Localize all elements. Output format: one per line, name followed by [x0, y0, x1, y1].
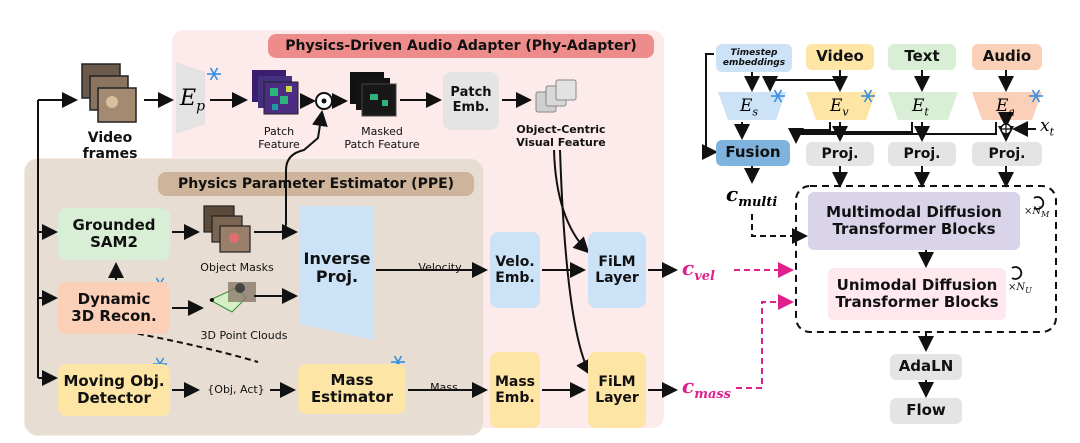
text-input-box: Text	[888, 44, 956, 70]
nu-label: ×NU	[1008, 282, 1032, 295]
velo-emb-box: Velo. Emb.	[490, 232, 540, 308]
film-layer-vel-box: FiLM Layer	[588, 232, 646, 308]
ea-encoder-shape	[972, 92, 1042, 120]
c-vel-label: cvel	[682, 256, 715, 284]
xt-label: xt	[1040, 116, 1055, 139]
mass-estimator-box: Mass Estimator	[298, 364, 406, 414]
inverse-proj-label: Inverse Proj.	[303, 248, 371, 286]
ev-encoder-label: Ev	[830, 96, 849, 119]
repeat-icon-um	[1011, 266, 1023, 280]
proj-video-box: Proj.	[806, 142, 874, 166]
proj-audio-box: Proj.	[972, 142, 1042, 166]
nm-label: ×NM	[1024, 206, 1050, 219]
object-masks-label: Object Masks	[200, 261, 274, 274]
ev-encoder-shape	[806, 92, 876, 120]
video-input-box: Video	[806, 44, 874, 70]
masked-patch-feature-label: Masked Patch Feature	[344, 125, 420, 151]
flow-box: Flow	[890, 398, 962, 424]
adaln-box: AdaLN	[890, 354, 962, 380]
video-frames-label: Video frames	[82, 130, 138, 163]
patch-feature-heatmap	[252, 70, 299, 115]
proj-text-box: Proj.	[888, 142, 956, 166]
c-mass-label: cmass	[682, 374, 732, 402]
point-cloud-illustration	[208, 282, 256, 313]
mass-label: Mass	[430, 381, 458, 394]
object-centric-thumbnails	[535, 79, 577, 113]
et-encoder-label: Et	[912, 96, 929, 119]
es-encoder-shape	[718, 92, 786, 120]
masked-patch-feature-thumbnails	[350, 72, 397, 117]
phy-adapter-title: Physics-Driven Audio Adapter (Phy-Adapte…	[268, 34, 654, 58]
velocity-label: Velocity	[418, 261, 462, 274]
video-frames-thumbnails	[81, 63, 137, 123]
ep-encoder-shape	[176, 62, 205, 134]
obj-act-label: {Obj, Act}	[207, 383, 265, 396]
patch-feature-label: Patch Feature	[258, 125, 300, 151]
ppe-title: Physics Parameter Estimator (PPE)	[158, 172, 474, 196]
mass-emb-box: Mass Emb.	[490, 352, 540, 428]
timestep-embeddings-box: Timestep embeddings	[716, 44, 792, 72]
moving-obj-detector-box: Moving Obj. Detector	[58, 364, 170, 416]
dynamic-3d-recon-box: Dynamic 3D Recon.	[58, 282, 170, 334]
c-multi-label: cmulti	[726, 182, 778, 210]
film-layer-mass-box: FiLM Layer	[588, 352, 646, 428]
point-clouds-label: 3D Point Clouds	[200, 329, 288, 342]
ea-encoder-label: Ea	[996, 96, 1015, 119]
et-encoder-shape	[888, 92, 958, 120]
patch-emb-box: Patch Emb.	[443, 72, 499, 130]
grounded-sam2-box: Grounded SAM2	[58, 208, 170, 260]
fusion-box: Fusion	[716, 140, 790, 166]
audio-input-box: Audio	[972, 44, 1042, 70]
object-centric-label: Object-Centric Visual Feature	[516, 123, 606, 149]
object-masks-thumbnails	[203, 205, 251, 253]
multimodal-dit-box: Multimodal Diffusion Transformer Blocks	[808, 192, 1020, 250]
es-encoder-label: Es	[740, 96, 759, 119]
unimodal-dit-box: Unimodal Diffusion Transformer Blocks	[828, 268, 1006, 320]
ep-encoder-label: Ep	[180, 86, 206, 115]
repeat-icon-mm	[1033, 196, 1045, 210]
